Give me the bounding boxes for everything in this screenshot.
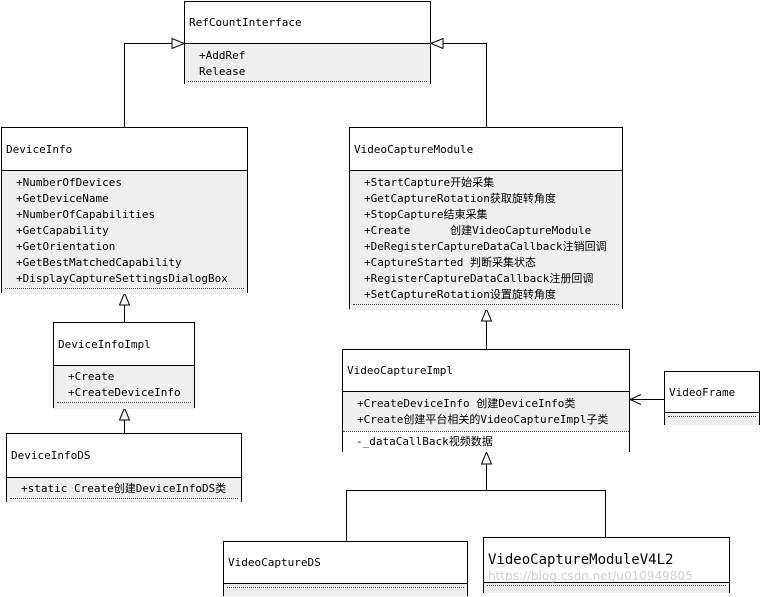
body-videoframe: [665, 413, 759, 425]
class-deviceinfods: DeviceInfoDS +static Create创建DeviceInfoD…: [6, 433, 242, 502]
method-createdeviceinfo: +CreateDeviceInfo: [68, 386, 181, 399]
inherit-line-vcm: [443, 43, 487, 127]
method-release: Release: [199, 65, 246, 78]
body-videocapturemodulev4l2: [484, 583, 729, 593]
attributes-videocaptureimpl: -_dataCallBack视频数据: [343, 432, 629, 452]
methods-deviceinfods: +static Create创建DeviceInfoDS类: [7, 478, 241, 502]
class-refcountinterface: RefCountInterface +AddRef Release: [184, 1, 431, 86]
class-name-videoframe: VideoFrame: [665, 372, 759, 413]
attribute-datacallback: -_dataCallBack视频数据: [356, 435, 493, 448]
method-displaycapturesettingsdialogbox: +DisplayCaptureSettingsDialogBox: [16, 272, 228, 285]
class-videocaptureimpl: VideoCaptureImpl +CreateDeviceInfo 创建Dev…: [342, 349, 630, 452]
methods-refcountinterface: +AddRef Release: [185, 44, 430, 86]
class-videocapturemodule: VideoCaptureModule +StartCapture开始采集 +Ge…: [349, 127, 623, 310]
method-setcapturerotation: +SetCaptureRotation设置旋转角度: [364, 288, 556, 301]
method-stopcapture: +StopCapture结束采集: [364, 208, 488, 221]
method-createdeviceinfo-impl: +CreateDeviceInfo 创建DeviceInfo类: [357, 397, 576, 410]
method-getorientation: +GetOrientation: [16, 240, 116, 253]
method-getcapability: +GetCapability: [16, 224, 109, 237]
inherit-line-deviceinfo: [124, 43, 172, 127]
method-capturestarted: +CaptureStarted 判断采集状态: [364, 256, 536, 269]
inherit-line-subclasses: [346, 490, 606, 541]
body-videocaptureds: [224, 584, 467, 596]
watermark: https://blog.csdn.net/u010949805: [488, 569, 693, 583]
class-name-refcountinterface: RefCountInterface: [185, 2, 430, 44]
class-deviceinfoimpl: DeviceInfoImpl +Create +CreateDeviceInfo: [53, 322, 195, 409]
class-videocaptureds: VideoCaptureDS: [223, 541, 468, 596]
class-name-deviceinfo: DeviceInfo: [2, 128, 247, 171]
assoc-arrow-videoframe: [628, 394, 642, 405]
class-videocapturemodulev4l2: VideoCaptureModuleV4L2: [483, 537, 730, 593]
inherit-arrow-refcount-right: [429, 37, 444, 50]
method-numberofcapabilities: +NumberOfCapabilities: [16, 208, 156, 221]
method-create: +Create: [68, 370, 115, 383]
class-deviceinfo: DeviceInfo +NumberOfDevices +GetDeviceNa…: [1, 127, 248, 294]
class-name-videocaptureds: VideoCaptureDS: [224, 542, 467, 584]
class-videoframe: VideoFrame: [664, 371, 760, 425]
class-name-videocaptureimpl: VideoCaptureImpl: [343, 350, 629, 392]
method-static-create: +static Create创建DeviceInfoDS类: [21, 482, 227, 495]
method-numberofdevices: +NumberOfDevices: [16, 176, 122, 189]
inherit-arrow-deviceinfoimpl: [118, 406, 131, 421]
class-name-deviceinfods: DeviceInfoDS: [7, 434, 241, 478]
inherit-arrow-deviceinfo: [118, 291, 131, 306]
method-getbestmatchedcapability: +GetBestMatchedCapability: [16, 256, 182, 269]
methods-deviceinfoimpl: +Create +CreateDeviceInfo: [54, 366, 194, 409]
method-getdevicename: +GetDeviceName: [16, 192, 109, 205]
class-name-deviceinfoimpl: DeviceInfoImpl: [54, 323, 194, 366]
class-name-videocapturemodulev4l2: VideoCaptureModuleV4L2: [484, 538, 729, 583]
method-getcapturerotation: +GetCaptureRotation获取旋转角度: [364, 192, 556, 205]
inherit-arrow-vcimpl: [480, 450, 493, 465]
method-addref: +AddRef: [199, 49, 246, 62]
inherit-arrow-refcount-left: [171, 37, 186, 50]
method-create-vcm: +Create 创建VideoCaptureModule: [364, 224, 592, 237]
inherit-arrow-vcm: [480, 307, 493, 322]
class-name-videocapturemodule: VideoCaptureModule: [350, 128, 622, 171]
methods-videocapturemodule: +StartCapture开始采集 +GetCaptureRotation获取旋…: [350, 171, 622, 310]
method-startcapture: +StartCapture开始采集: [364, 176, 495, 189]
method-registercapturedatacallback: +RegisterCaptureDataCallback注册回调: [364, 272, 594, 285]
methods-videocaptureimpl: +CreateDeviceInfo 创建DeviceInfo类 +Create创…: [343, 392, 629, 432]
method-create-impl: +Create创建平台相关的VideoCaptureImpl子类: [357, 413, 609, 426]
methods-deviceinfo: +NumberOfDevices +GetDeviceName +NumberO…: [2, 171, 247, 294]
method-deregistercapturedatacallback: +DeRegisterCaptureDataCallback注销回调: [364, 240, 607, 253]
